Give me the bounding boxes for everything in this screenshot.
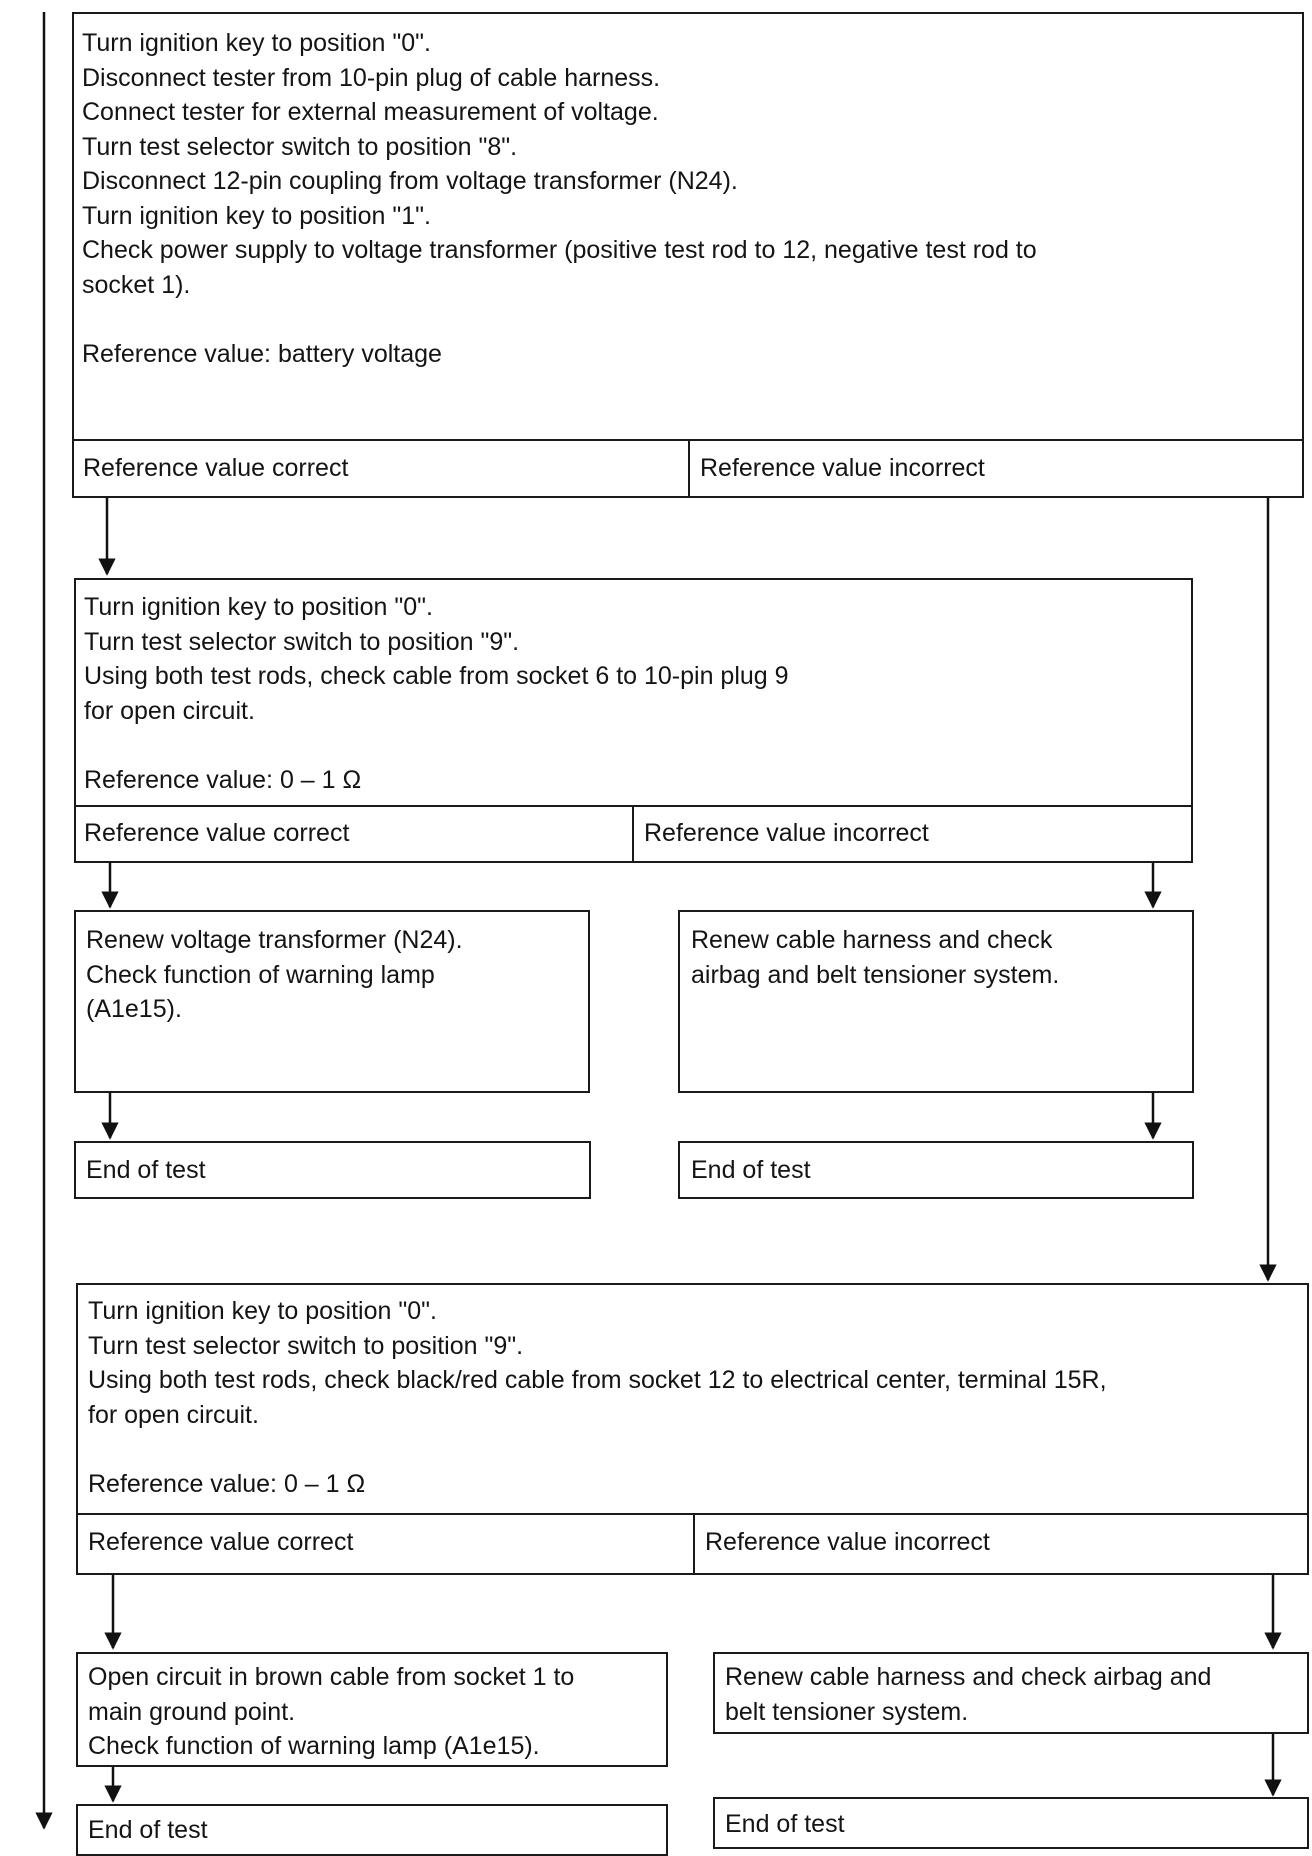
text-line: belt tensioner system. [725,1697,969,1726]
block3-left-action-box [76,1652,668,1767]
block2-correct-label: Reference value correct [84,819,350,847]
text-line: Check function of warning lamp [86,960,435,989]
block3-incorrect-label: Reference value incorrect [705,1528,990,1556]
block2-correct-box [74,805,634,863]
text-line: Open circuit in brown cable from socket … [88,1663,575,1691]
text-line: Turn ignition key to position "0". [88,1297,437,1325]
block1-instructions: Turn ignition key to position "0". Discon… [82,26,1294,371]
block3-instructions: Turn ignition key to position "0". Turn t… [88,1294,1304,1501]
block3-left-action: Open circuit in brown cable from socket … [88,1660,663,1764]
block3-right-action-box [713,1652,1309,1734]
block2-right-end-box [678,1141,1194,1199]
text-line: Reference value: 0 – 1 Ω [84,765,362,794]
block2-incorrect-label: Reference value incorrect [644,819,929,847]
block2-left-end-box [74,1141,591,1199]
text-line: Using both test rods, check black/red ca… [88,1366,1107,1394]
block2-instructions-box [74,578,1193,807]
block3-left-end-label: End of test [88,1816,208,1844]
text-line: Reference value: battery voltage [82,339,442,368]
text-line: Check power supply to voltage transforme… [82,236,1037,264]
text-line: Reference value: 0 – 1 Ω [88,1469,366,1498]
block3-incorrect-box [693,1513,1309,1575]
text-line: Disconnect tester from 10-pin plug of ca… [82,63,661,92]
block3-correct-box [76,1513,695,1575]
text-line: Disconnect 12-pin coupling from voltage … [82,167,738,195]
text-line: Turn ignition key to position "1". [82,201,431,230]
text-line: Turn test selector switch to position "8… [82,132,518,161]
text-line: for open circuit. [88,1400,259,1429]
text-line [88,1432,1304,1467]
block2-left-end-label: End of test [86,1156,206,1184]
text-line: Turn ignition key to position "0". [82,29,431,57]
block1-incorrect-label: Reference value incorrect [700,454,985,482]
block2-left-action: Renew voltage transformer (N24). Check fu… [86,923,582,1027]
block3-right-action: Renew cable harness and check airbag and… [725,1660,1305,1729]
text-line: for open circuit. [84,696,255,725]
text-line: Check function of warning lamp (A1e15). [88,1732,540,1760]
text-line: airbag and belt tensioner system. [691,960,1060,989]
block1-incorrect-box [688,439,1304,498]
text-line: Using both test rods, check cable from s… [84,662,789,690]
block3-right-end-label: End of test [725,1810,845,1838]
block3-instructions-box [76,1283,1309,1516]
block2-left-action-box [74,910,590,1093]
text-line: socket 1). [82,270,191,299]
text-line: Turn test selector switch to position "9… [84,627,520,656]
text-line: (A1e15). [86,995,182,1023]
text-line: Turn test selector switch to position "9… [88,1331,524,1360]
text-line: Renew voltage transformer (N24). [86,926,463,954]
text-line: Renew cable harness and check [691,926,1053,954]
text-line: Connect tester for external measurement … [82,98,659,126]
block1-correct-box [72,439,690,498]
text-line: main ground point. [88,1697,296,1726]
block1-instructions-box [72,12,1304,441]
block3-correct-label: Reference value correct [88,1528,354,1556]
block2-right-action: Renew cable harness and check airbag and … [691,923,1187,992]
block2-instructions: Turn ignition key to position "0". Turn t… [84,590,1184,797]
text-line [82,302,1294,337]
text-line: Renew cable harness and check airbag and [725,1663,1212,1691]
block2-right-action-box [678,910,1194,1093]
text-line: Turn ignition key to position "0". [84,593,433,621]
block2-right-end-label: End of test [691,1156,811,1184]
block2-incorrect-box [632,805,1193,863]
block1-correct-label: Reference value correct [83,454,349,482]
text-line [84,728,1184,763]
